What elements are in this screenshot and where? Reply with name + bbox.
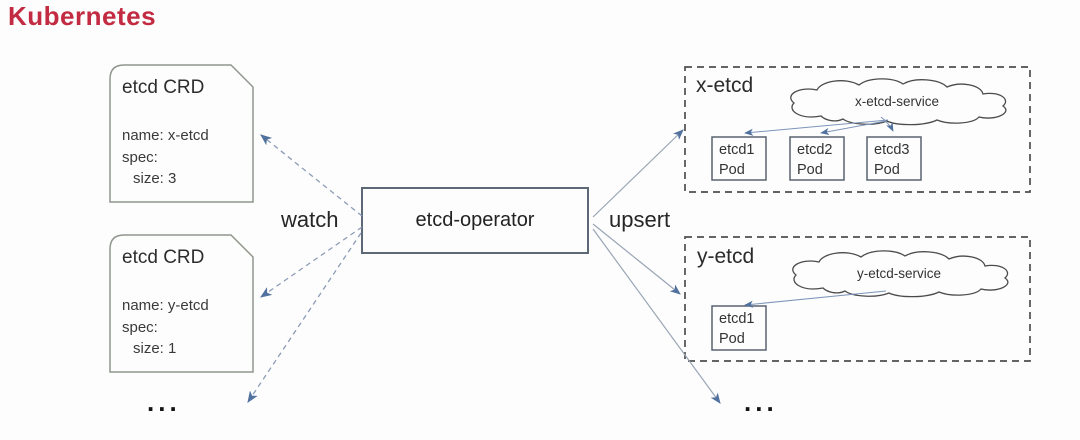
pod-name: etcd3 [874, 142, 910, 158]
more-clusters-ellipsis: ... [744, 387, 778, 417]
crd-y-title: etcd CRD [122, 247, 205, 268]
y-etcd-cluster-box [684, 236, 1031, 362]
pod-kind: Pod [797, 161, 823, 178]
pod-etcd1-x-label: etcd1 Pod [719, 141, 754, 180]
upsert-arrow-to-y-etcd [592, 223, 681, 295]
etcd-operator-box [361, 187, 589, 254]
watch-arrow-to-more [247, 232, 362, 403]
y-etcd-cluster-label: y-etcd [697, 245, 755, 268]
watch-label: watch [281, 207, 339, 232]
watch-arrow-to-crd-y [260, 226, 363, 298]
pod-etcd2-x-label: etcd2 Pod [797, 141, 832, 180]
crd-y-size-line: size: 1 [133, 340, 177, 357]
crd-x-name-line: name: x-etcd [122, 127, 209, 144]
x-etcd-cluster-box [684, 66, 1031, 193]
pod-box-etcd1-y [711, 305, 767, 351]
pod-kind: Pod [719, 161, 745, 178]
crd-x-spec-line: spec: [122, 148, 158, 166]
crd-x-title: etcd CRD [122, 77, 205, 98]
x-service-arrow-pod3 [880, 116, 894, 132]
pod-box-etcd1-x [711, 136, 767, 181]
pod-kind: Pod [719, 330, 745, 347]
x-service-arrow-pod1 [744, 119, 889, 136]
pod-box-etcd2-x [789, 136, 845, 181]
pod-etcd3-x-label: etcd3 Pod [874, 141, 909, 180]
upsert-arrow-to-x-etcd [592, 129, 684, 218]
crd-y-spec-line: spec: [122, 318, 158, 336]
x-service-arrow-pod2 [820, 120, 887, 136]
pod-etcd1-y-label: etcd1 Pod [719, 310, 754, 349]
y-etcd-service-label: y-etcd-service [856, 266, 942, 281]
crd-y-shape [109, 234, 254, 373]
etcd-operator-label: etcd-operator [415, 209, 535, 231]
pod-box-etcd3-x [866, 136, 922, 181]
x-etcd-cluster-label: x-etcd [696, 74, 754, 97]
crd-x-size-line: size: 3 [133, 170, 177, 187]
pod-name: etcd1 [719, 311, 755, 327]
pod-name: etcd2 [797, 142, 833, 158]
x-etcd-service-label: x-etcd-service [854, 94, 940, 109]
pod-kind: Pod [874, 161, 900, 178]
crd-x-spec: name: x-etcd spec: size: 3 [122, 125, 209, 190]
upsert-label: upsert [609, 207, 671, 232]
y-service-arrow-pod1 [744, 290, 887, 308]
page-title: Kubernetes [8, 1, 157, 31]
crd-y-name-line: name: y-etcd [122, 297, 209, 314]
upsert-arrow-to-more [592, 228, 721, 404]
crd-x-shape [109, 64, 254, 203]
more-crds-ellipsis: ... [147, 387, 181, 417]
watch-arrow-to-crd-x [260, 134, 363, 217]
pod-name: etcd1 [719, 142, 755, 158]
crd-y-spec: name: y-etcd spec: size: 1 [122, 295, 209, 360]
